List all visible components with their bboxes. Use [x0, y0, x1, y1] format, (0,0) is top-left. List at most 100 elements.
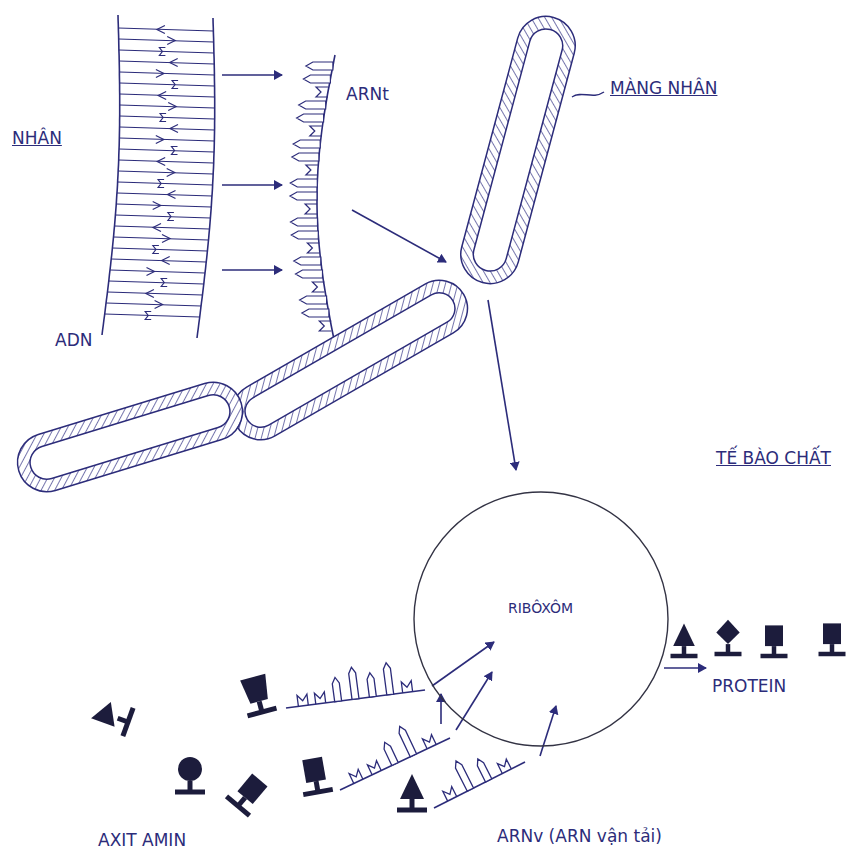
amino-head — [400, 774, 424, 799]
base-pair-notch — [167, 169, 175, 177]
base-pair-notch — [167, 37, 175, 45]
trna-base — [422, 735, 436, 749]
membrane-outline — [462, 18, 574, 283]
base-pair-rung — [106, 303, 201, 306]
base-pair-rung — [119, 39, 214, 42]
base-pair-notch — [161, 279, 167, 287]
mrna-base — [300, 296, 327, 304]
base-pair-notch — [157, 158, 165, 166]
base-pair-notch — [172, 147, 178, 155]
base-pair-notch — [156, 136, 164, 144]
export-arrow — [352, 210, 446, 262]
trna-base — [456, 761, 474, 791]
mrna-base — [294, 257, 321, 265]
nucleus-label: NHÂN — [12, 128, 62, 148]
base-pair-notch — [145, 312, 151, 320]
base-pair-rung — [120, 127, 215, 130]
base-pair-notch — [162, 257, 170, 265]
mrna-base — [312, 282, 324, 292]
mrna-base — [307, 243, 319, 253]
mrna-base — [297, 114, 324, 122]
amino-stalk — [259, 701, 262, 712]
membrane-outline — [18, 383, 242, 491]
base-pair-rung — [111, 259, 206, 262]
amino-stalk — [830, 644, 835, 654]
mrna-base — [293, 140, 320, 148]
mrna-base — [291, 231, 318, 239]
trna-backbone — [340, 738, 450, 790]
base-pair-notch — [159, 48, 165, 56]
base-pair-rung — [115, 215, 210, 218]
mrna-base — [290, 192, 317, 200]
trna-base — [383, 663, 393, 695]
base-pair-notch — [158, 180, 164, 188]
amino-acid-symbol — [819, 623, 846, 654]
amino-base — [227, 796, 250, 815]
cytoplasm-label: TẾ BÀO CHẤT — [716, 448, 831, 468]
mrna-strand — [290, 55, 335, 345]
dna-helix — [102, 15, 215, 338]
membrane-hatch — [462, 18, 574, 283]
trna-base — [477, 759, 491, 782]
base-pair-notch — [168, 103, 176, 111]
base-pair-notch — [153, 224, 161, 232]
amino-acid-symbol — [297, 756, 332, 795]
trna-base — [367, 673, 376, 697]
uptake-arrow — [432, 642, 494, 686]
amino-stalk — [118, 718, 128, 722]
trna-base — [314, 692, 325, 704]
amino-head — [178, 757, 202, 781]
amino-head — [237, 774, 267, 804]
amino-head — [240, 674, 272, 705]
nuclear-membrane — [462, 18, 574, 283]
membrane-hatch — [231, 278, 470, 441]
amino-stalk — [316, 781, 318, 792]
amino-stalk — [682, 646, 687, 656]
leader-line — [572, 92, 604, 97]
uptake-arrow — [540, 706, 556, 756]
protein-label: PROTEIN — [712, 676, 786, 696]
trna-label: ARNv (ARN vận tải) — [497, 826, 662, 846]
base-pair-rung — [116, 204, 211, 207]
base-pair-notch — [170, 59, 178, 67]
mrna-base — [299, 101, 326, 109]
mrna-base — [292, 153, 319, 161]
base-pair-rung — [105, 314, 200, 317]
trna-base — [399, 726, 416, 756]
base-pair-notch — [157, 26, 165, 34]
trna-base — [384, 742, 398, 765]
base-pair-notch — [147, 268, 155, 276]
ribosome-label: RIBÔXÔM — [508, 600, 573, 617]
ribosome-circle: RIBÔXÔM — [412, 488, 670, 750]
mrna-label: ARNt — [346, 84, 389, 104]
base-pair-rung — [107, 292, 202, 295]
base-pair-rung — [119, 149, 214, 152]
base-pair-rung — [118, 28, 213, 31]
mrna-base — [319, 321, 331, 331]
amino-head — [823, 623, 841, 644]
base-pair-notch — [172, 81, 178, 89]
membrane-hatch — [18, 383, 242, 491]
base-pair-rung — [119, 61, 214, 64]
mrna-base — [291, 218, 318, 226]
mrna-base — [306, 165, 318, 175]
base-pair-rung — [114, 226, 209, 229]
membrane-outline — [231, 278, 470, 441]
trna-base — [497, 759, 511, 773]
uptake-arrow — [456, 672, 492, 730]
dna-label: ADN — [55, 330, 92, 350]
base-pair-rung — [119, 160, 214, 163]
export-arrow — [488, 300, 516, 470]
mrna-base — [316, 87, 328, 97]
nuclear-membrane — [18, 383, 242, 491]
base-pair-rung — [118, 171, 213, 174]
release-arrow — [664, 667, 706, 669]
base-pair-rung — [120, 105, 215, 108]
base-pair-notch — [153, 202, 161, 210]
base-pair-notch — [155, 301, 163, 309]
base-pair-notch — [168, 213, 174, 221]
base-pair-rung — [119, 50, 214, 53]
trna-strand — [340, 726, 450, 790]
amino-stalk — [238, 798, 245, 806]
amino-acid-symbol — [761, 625, 788, 656]
